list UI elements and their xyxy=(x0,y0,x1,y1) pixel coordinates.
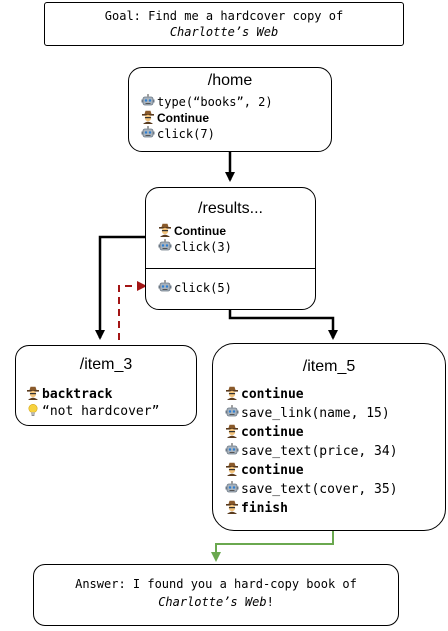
answer-text: Answer: I found you a hard-copy book of xyxy=(75,577,357,591)
node-item5: /item_5 continue save_link(name, 15) conti… xyxy=(212,343,446,531)
detective-icon xyxy=(225,386,239,400)
results-step-2: click(3) xyxy=(158,239,232,254)
robot-icon xyxy=(225,443,239,457)
robot-icon xyxy=(141,94,155,108)
edge-results-to-item5 xyxy=(228,310,338,340)
results-step-3: click(5) xyxy=(158,280,232,295)
answer-suffix: ! xyxy=(266,595,274,609)
robot-icon xyxy=(225,481,239,495)
node-home-title: /home xyxy=(207,72,253,89)
results-divider xyxy=(146,268,315,269)
edge-backtrack-item3-to-results xyxy=(118,281,147,340)
goal-book-title: Charlotte’s Web xyxy=(169,25,279,39)
edge-item5-to-answer xyxy=(211,531,334,562)
robot-icon xyxy=(158,280,172,294)
detective-icon xyxy=(141,110,155,124)
node-results-title: /results... xyxy=(198,200,263,217)
lightbulb-icon xyxy=(26,403,40,417)
detective-icon xyxy=(225,500,239,514)
answer-box: Answer: I found you a hard-copy book of … xyxy=(33,564,399,626)
answer-book-title: Charlotte’s Web xyxy=(158,595,267,609)
node-home: /home type(“books”, 2) Continue click(7) xyxy=(128,67,332,152)
item5-step: continue xyxy=(225,386,304,402)
item5-step: save_text(cover, 35) xyxy=(225,481,398,497)
detective-icon xyxy=(158,223,172,237)
detective-icon xyxy=(225,424,239,438)
detective-icon xyxy=(26,386,40,400)
robot-icon xyxy=(141,126,155,140)
goal-text: Goal: Find me a hardcover copy of xyxy=(104,9,344,23)
node-item3-title: /item_3 xyxy=(79,356,133,373)
item3-step-2: “not hardcover” xyxy=(26,403,159,419)
item3-step-1: backtrack xyxy=(26,386,112,402)
answer-line-2: Charlotte’s Web! xyxy=(34,595,398,609)
home-step-2: Continue xyxy=(141,110,209,125)
item5-step: continue xyxy=(225,424,304,440)
edge-results-to-item3 xyxy=(95,235,145,340)
item5-step: finish xyxy=(225,500,288,516)
item5-step: save_link(name, 15) xyxy=(225,405,390,421)
robot-icon xyxy=(225,405,239,419)
node-item5-title: /item_5 xyxy=(302,358,356,375)
goal-box: Goal: Find me a hardcover copy of Charlo… xyxy=(44,2,404,46)
results-step-1: Continue xyxy=(158,223,226,238)
home-step-1: type(“books”, 2) xyxy=(141,94,273,109)
node-results: /results... Continue click(3) click(5) xyxy=(145,187,316,310)
node-item3: /item_3 backtrack “not hardcover” xyxy=(15,345,197,426)
home-step-3: click(7) xyxy=(141,126,215,141)
item5-step: continue xyxy=(225,462,304,478)
robot-icon xyxy=(158,239,172,253)
item5-step: save_text(price, 34) xyxy=(225,443,398,459)
detective-icon xyxy=(225,462,239,476)
